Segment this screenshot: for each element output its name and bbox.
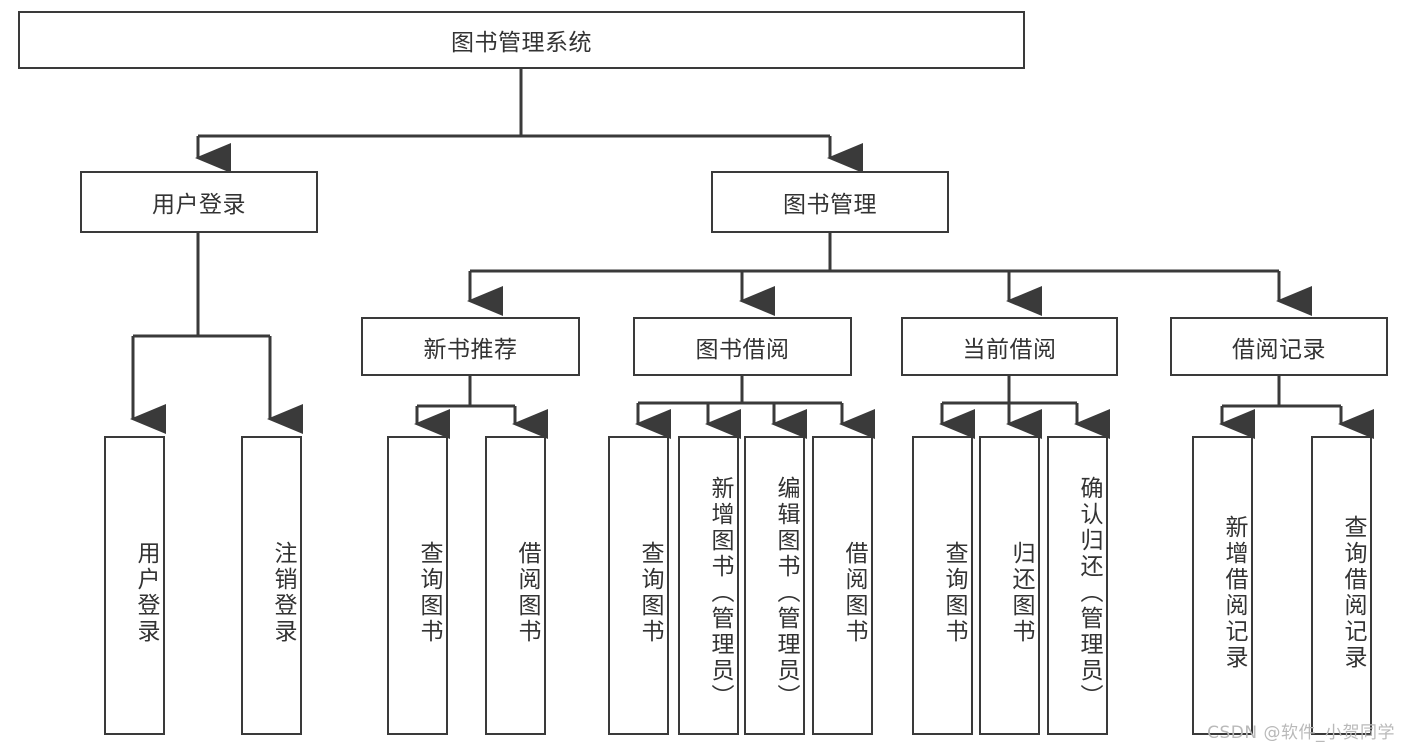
- leaf-borrow-edit-book-admin[interactable]: 编辑图书（管理员）: [744, 436, 805, 735]
- node-label: 借阅图书: [514, 540, 540, 645]
- node-label: 新增借阅记录: [1221, 514, 1247, 671]
- csdn-watermark: CSDN @软件_小贺同学: [1207, 723, 1395, 743]
- node-user-login[interactable]: 用户登录: [80, 171, 318, 233]
- node-label: 查询借阅记录: [1340, 514, 1366, 671]
- node-label: 用户登录: [133, 540, 159, 645]
- node-new-book-recommend[interactable]: 新书推荐: [361, 317, 580, 376]
- node-label: 编辑图书（管理员）: [773, 475, 799, 710]
- node-label: 当前借阅: [962, 336, 1057, 363]
- node-label: 借阅图书: [841, 540, 867, 645]
- leaf-borrow-query-book[interactable]: 查询图书: [608, 436, 669, 735]
- leaf-borrow-add-book-admin[interactable]: 新增图书（管理员）: [678, 436, 739, 735]
- leaf-record-add-record[interactable]: 新增借阅记录: [1192, 436, 1253, 735]
- node-book-management[interactable]: 图书管理: [711, 171, 949, 233]
- leaf-current-return-book[interactable]: 归还图书: [979, 436, 1040, 735]
- node-label: 查询图书: [637, 540, 663, 645]
- node-label: 新书推荐: [423, 336, 518, 363]
- node-label: 图书管理: [783, 192, 877, 218]
- leaf-recommend-query-book[interactable]: 查询图书: [387, 436, 448, 735]
- node-label: 注销登录: [270, 540, 296, 645]
- node-label: 确认归还（管理员）: [1076, 475, 1102, 710]
- node-book-management-system[interactable]: 图书管理系统: [18, 11, 1025, 69]
- leaf-current-query-book[interactable]: 查询图书: [912, 436, 973, 735]
- node-label: 图书管理系统: [451, 30, 592, 56]
- leaf-borrow-borrow-book[interactable]: 借阅图书: [812, 436, 873, 735]
- leaf-record-query-record[interactable]: 查询借阅记录: [1311, 436, 1372, 735]
- leaf-recommend-borrow-book[interactable]: 借阅图书: [485, 436, 546, 735]
- node-label: 图书借阅: [695, 336, 790, 363]
- node-label: 新增图书（管理员）: [707, 475, 733, 710]
- leaf-user-login-logout[interactable]: 注销登录: [241, 436, 302, 735]
- node-book-borrow[interactable]: 图书借阅: [633, 317, 852, 376]
- node-label: 归还图书: [1008, 540, 1034, 645]
- node-label: 查询图书: [941, 540, 967, 645]
- leaf-current-confirm-return-admin[interactable]: 确认归还（管理员）: [1047, 436, 1108, 735]
- leaf-user-login-login[interactable]: 用户登录: [104, 436, 165, 735]
- node-borrow-record[interactable]: 借阅记录: [1170, 317, 1388, 376]
- node-current-borrow[interactable]: 当前借阅: [901, 317, 1118, 376]
- node-label: 借阅记录: [1232, 336, 1326, 363]
- node-label: 查询图书: [416, 540, 442, 645]
- node-label: 用户登录: [152, 192, 246, 218]
